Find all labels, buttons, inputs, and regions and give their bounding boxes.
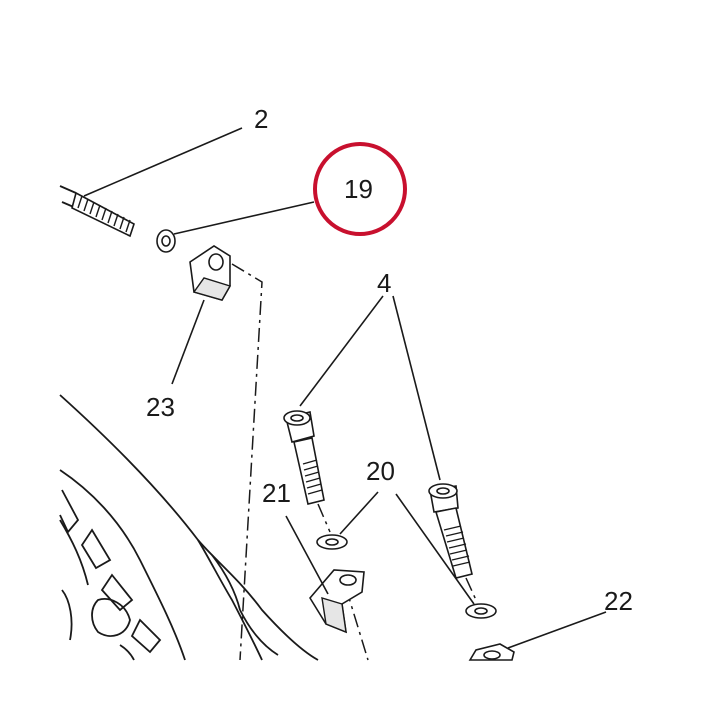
leader-lines (83, 127, 607, 649)
clip-23 (189, 245, 232, 301)
bolt-4-left (283, 410, 325, 505)
callout-21: 21 (262, 478, 291, 508)
washer-19 (156, 229, 176, 253)
axis-line-left (231, 263, 263, 661)
highlight-circle (313, 142, 407, 236)
callout-22: 22 (604, 586, 633, 616)
washer-20-left (316, 534, 348, 550)
callout-19: 19 (344, 174, 373, 204)
bolt-4-right (428, 483, 473, 579)
callout-23: 23 (146, 392, 175, 422)
axis-bolt-left (317, 503, 331, 533)
callout-4: 4 (377, 268, 391, 298)
axis-bolt-right (465, 577, 477, 601)
callout-2: 2 (254, 104, 268, 134)
cable-part (59, 185, 135, 238)
part-22 (468, 643, 515, 661)
callout-20: 20 (366, 456, 395, 486)
washer-20-right (465, 603, 497, 619)
frame-outline (59, 394, 319, 661)
